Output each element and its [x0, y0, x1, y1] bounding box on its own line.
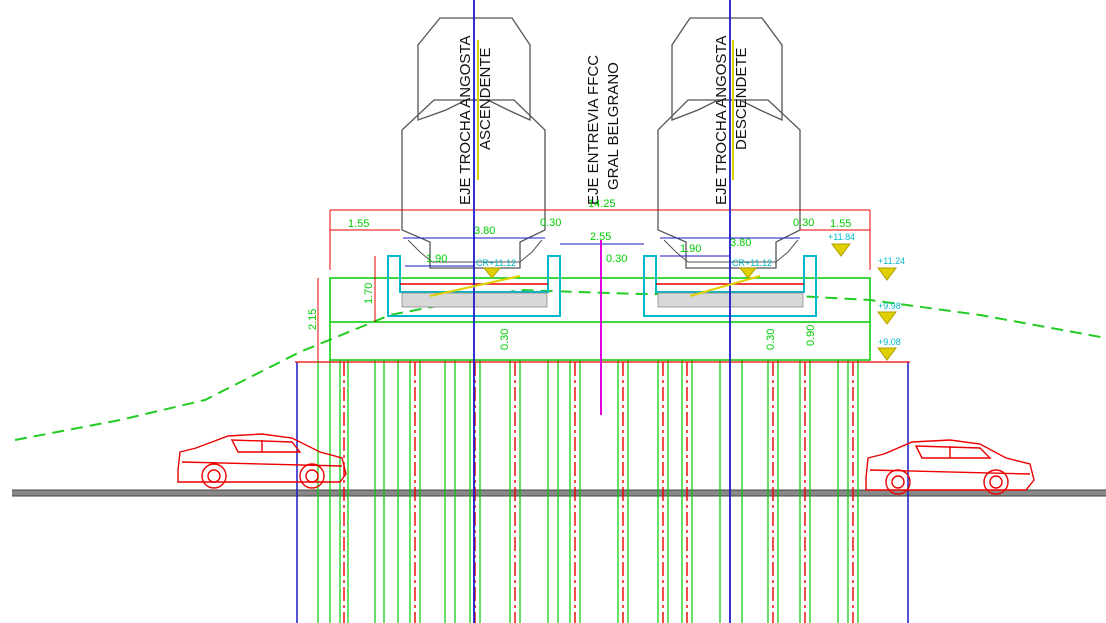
dim-left-curb: 0.30	[606, 253, 627, 265]
dim-right-half: 1.90	[680, 243, 701, 255]
dim-right-bottom: 0.30	[765, 329, 777, 350]
dim-left-offset: 1.55	[348, 218, 369, 230]
dim-left-bottom: 0.30	[499, 329, 511, 350]
level-markers	[482, 243, 897, 361]
dim-right-offset: 1.55	[830, 218, 851, 230]
dim-left-track: 3.80	[474, 225, 495, 237]
dim-right-beam: 0.90	[805, 325, 817, 346]
level-indicator-lines	[429, 40, 761, 297]
inner-gauge	[407, 239, 799, 263]
track-troughs	[387, 255, 817, 317]
dim-left-half: 1.90	[426, 253, 447, 265]
level-rail: +11.24	[878, 256, 905, 266]
level-bottom: +9.08	[878, 337, 901, 347]
dim-slab-height: 1.70	[363, 283, 375, 304]
dim-right-wall: 0.30	[793, 217, 814, 229]
axis-center-label-2: GRAL BELGRANO	[605, 62, 622, 190]
axis-center-label-1: EJE ENTREVIA FFCC	[585, 55, 602, 205]
car-left	[177, 433, 347, 489]
axis-left-label-1: EJE TROCHA ANGOSTA	[457, 36, 474, 205]
dim-total-width: 14.25	[588, 198, 616, 210]
cr-right: CR+11.12	[732, 258, 772, 268]
pile-axis-lines	[343, 362, 854, 623]
dim-right-track: 3.80	[730, 237, 751, 249]
axis-right-label-1: EJE TROCHA ANGOSTA	[713, 36, 730, 205]
pile-lines	[317, 360, 859, 623]
dim-entrevia: 2.55	[590, 231, 611, 243]
track-axes	[473, 0, 731, 623]
road-surface	[12, 489, 1106, 497]
top-dimension-lines	[317, 209, 871, 360]
cr-left: CR+11.12	[476, 258, 516, 268]
boundary-lines	[296, 362, 909, 623]
car-right	[865, 439, 1035, 495]
axis-left-label-2: ASCENDENTE	[477, 47, 494, 150]
clearance-outlines	[401, 17, 801, 269]
level-top: +11.84	[828, 232, 855, 242]
axis-right-label-2: DESCENDETE	[733, 47, 750, 150]
dim-left-wall: 0.30	[540, 217, 561, 229]
dim-deck-height: 2.15	[307, 309, 319, 330]
level-mid: +9.98	[878, 301, 901, 311]
terrain-profile-line	[14, 288, 1106, 441]
